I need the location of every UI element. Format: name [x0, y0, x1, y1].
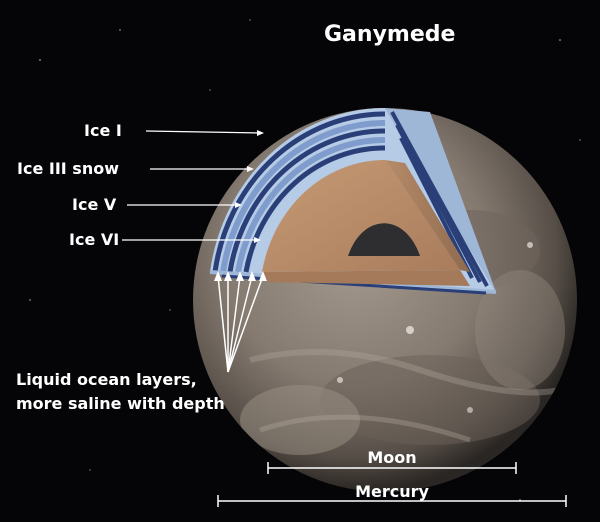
core [348, 223, 420, 256]
ice-i-pointer [145, 130, 263, 134]
diagram-title: Ganymede [324, 22, 456, 47]
layer-label-ice-v: Ice V [72, 195, 117, 214]
layer-label-ice-iii-snow: Ice III snow [17, 159, 119, 178]
layer-label-ice-vi: Ice VI [69, 230, 120, 249]
layer-label-ice-i: Ice I [84, 121, 122, 140]
surface-terrain [240, 210, 565, 455]
scale-bars [217, 462, 567, 507]
moon-scale-label: Moon [367, 448, 417, 467]
ocean-pointers [214, 271, 267, 373]
ocean-caption-line-2: more saline with depth [16, 394, 225, 413]
mercury-scale-label: Mercury [355, 482, 429, 501]
ganymede-sphere [193, 108, 577, 492]
ocean-caption-line-1: Liquid ocean layers, [16, 370, 197, 389]
ice-pointers [122, 130, 264, 243]
